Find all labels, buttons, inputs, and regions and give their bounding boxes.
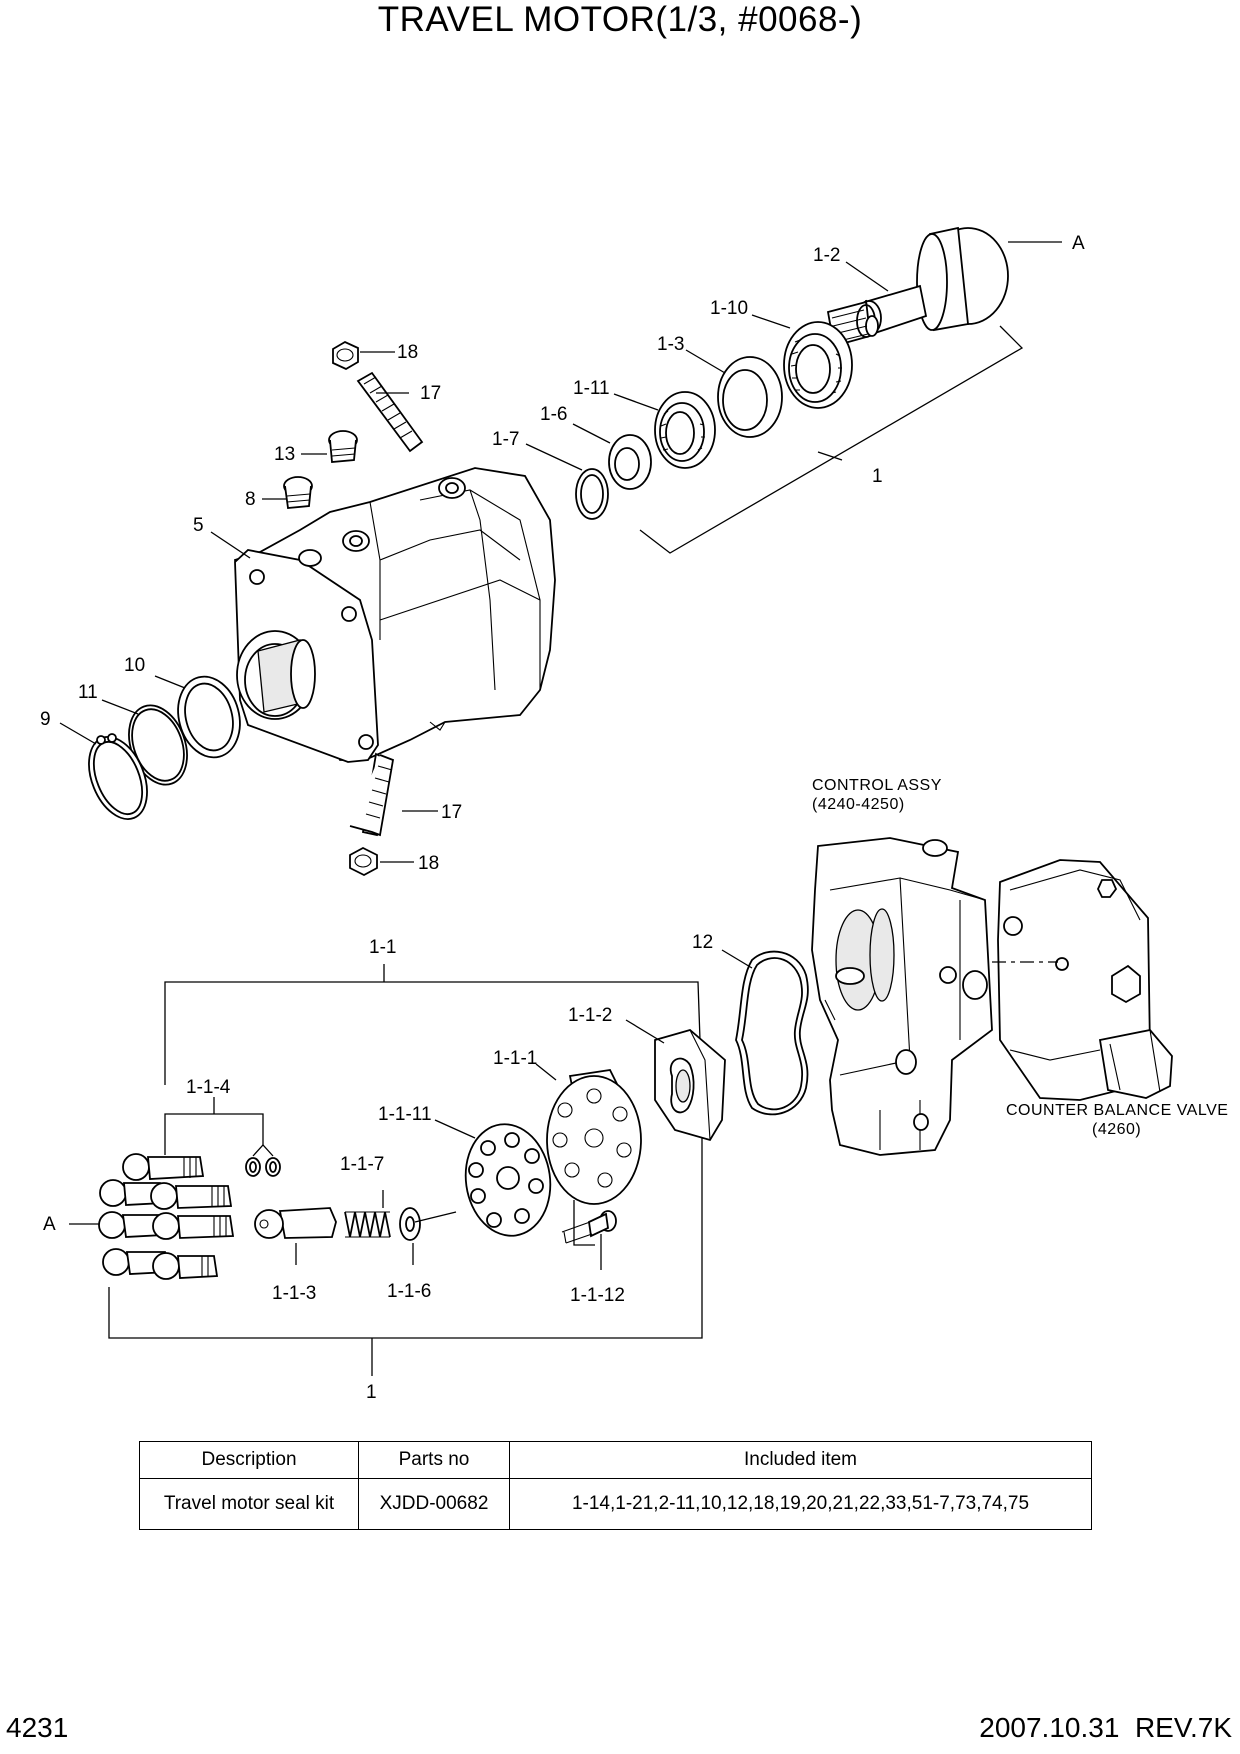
nut-18-top-part: [332, 340, 359, 371]
callout-a-top: A: [1072, 233, 1085, 254]
piston-shoe-1-1-4-part: [98, 1153, 281, 1280]
table-cell-description: Travel motor seal kit: [139, 1478, 359, 1530]
gasket-12-part: [735, 950, 809, 1116]
table-header-row: Description Parts no Included item: [139, 1441, 1092, 1479]
callout-12: 12: [692, 932, 713, 953]
plug-13-part: [328, 430, 358, 463]
callout-1-1-3: 1-1-3: [272, 1283, 316, 1304]
callout-1-1-1: 1-1-1: [493, 1048, 537, 1069]
counter-balance-valve-part: [997, 859, 1173, 1101]
callout-9: 9: [40, 709, 51, 730]
callout-1-bottom: 1: [366, 1382, 377, 1403]
callout-13: 13: [274, 444, 295, 465]
callout-1-1-11: 1-1-11: [378, 1104, 432, 1125]
control-assy-part: [811, 837, 993, 1156]
callout-1-2: 1-2: [813, 245, 840, 266]
control-assy-label: CONTROL ASSY: [812, 777, 942, 794]
callout-18-bottom: 18: [418, 853, 439, 874]
callout-1-11: 1-11: [573, 378, 610, 399]
callout-1-1-2: 1-1-2: [568, 1005, 612, 1026]
bearing-1-11-part: [654, 391, 716, 469]
seal-kit-table: Description Parts no Included item Trave…: [139, 1441, 1092, 1530]
counter-balance-ref: (4260): [1092, 1121, 1141, 1138]
callout-a-left: A: [43, 1214, 56, 1235]
bolt-1-1-12-part: [561, 1200, 617, 1246]
table-cell-parts-no: XJDD-00682: [358, 1478, 510, 1530]
stud-17-top-part: [356, 371, 424, 453]
valve-plate-1-1-2-part: [654, 1029, 726, 1142]
callout-1-1-6: 1-1-6: [387, 1281, 431, 1302]
callout-17-top: 17: [420, 383, 441, 404]
callout-1-1: 1-1: [369, 937, 396, 958]
motor-housing-part: [233, 467, 556, 763]
page-number: 4231: [6, 1712, 69, 1743]
callout-17-bottom: 17: [441, 802, 462, 823]
washer-1-6-part: [608, 434, 652, 490]
callout-18-top: 18: [397, 342, 418, 363]
seal-1-3-part: [717, 356, 783, 438]
table-header-included-item: Included item: [509, 1441, 1092, 1479]
callout-8: 8: [245, 489, 256, 510]
control-assy-ref: (4240-4250): [812, 796, 905, 813]
cylinder-block-1-1-1-part: [546, 1069, 642, 1205]
callout-1-7: 1-7: [492, 429, 519, 450]
table-row: Travel motor seal kit XJDD-00682 1-14,1-…: [139, 1478, 1092, 1530]
ring-11-part: [128, 704, 188, 786]
callout-10: 10: [124, 655, 145, 676]
callout-1-3: 1-3: [657, 334, 684, 355]
callout-1-1-7: 1-1-7: [340, 1154, 384, 1175]
table-header-description: Description: [139, 1441, 359, 1479]
counter-balance-label: COUNTER BALANCE VALVE: [1006, 1102, 1228, 1119]
table-cell-included-item: 1-14,1-21,2-11,10,12,18,19,20,21,22,33,5…: [509, 1478, 1092, 1530]
pin-1-1-3-part: [254, 1207, 337, 1239]
plug-8-part: [283, 476, 313, 509]
callout-1-top: 1: [872, 466, 883, 487]
callout-1-10: 1-10: [710, 298, 748, 319]
page-title: TRAVEL MOTOR(1/3, #0068-): [377, 0, 863, 39]
callout-5: 5: [193, 515, 204, 536]
table-header-parts-no: Parts no: [358, 1441, 510, 1479]
seal-10-part: [177, 675, 241, 759]
washer-1-1-6-part: [399, 1207, 421, 1241]
callout-1-6: 1-6: [540, 404, 567, 425]
callout-1-1-12: 1-1-12: [570, 1285, 625, 1306]
snap-ring-9-part: [88, 733, 148, 820]
spring-1-1-7-part: [344, 1211, 391, 1238]
snap-ring-1-7-part: [575, 468, 609, 520]
revision-date: 2007.10.31 REV.7K: [979, 1712, 1232, 1743]
retainer-plate-1-1-11-part: [464, 1123, 552, 1237]
callout-11: 11: [78, 682, 98, 703]
nut-18-bottom-part: [349, 846, 378, 877]
output-shaft-part: [826, 226, 1009, 348]
stud-17-bottom-part: [349, 752, 395, 837]
bearing-1-10-part: [783, 321, 853, 409]
callout-1-1-4: 1-1-4: [186, 1077, 231, 1098]
